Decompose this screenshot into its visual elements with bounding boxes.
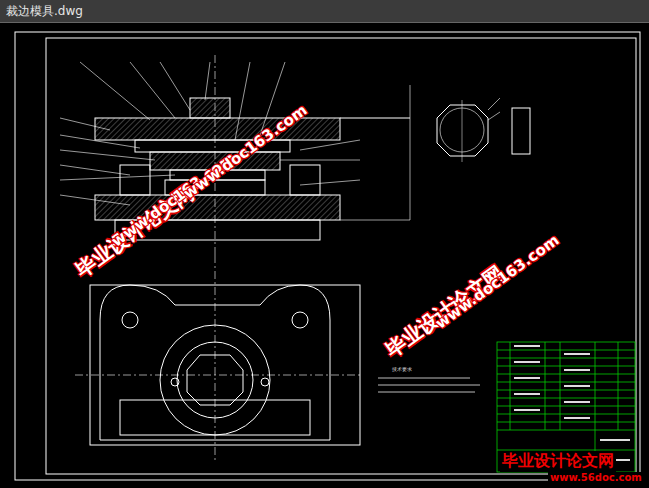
site-url: www.56doc.com (548, 472, 644, 483)
notes-heading: 技术要求 (392, 366, 412, 372)
site-logo: 毕业设计论文网 (500, 451, 616, 472)
window-title: 裁边模具.dwg (6, 3, 83, 20)
watermark: www.doc163.com (432, 231, 562, 333)
title-bar (0, 0, 649, 23)
